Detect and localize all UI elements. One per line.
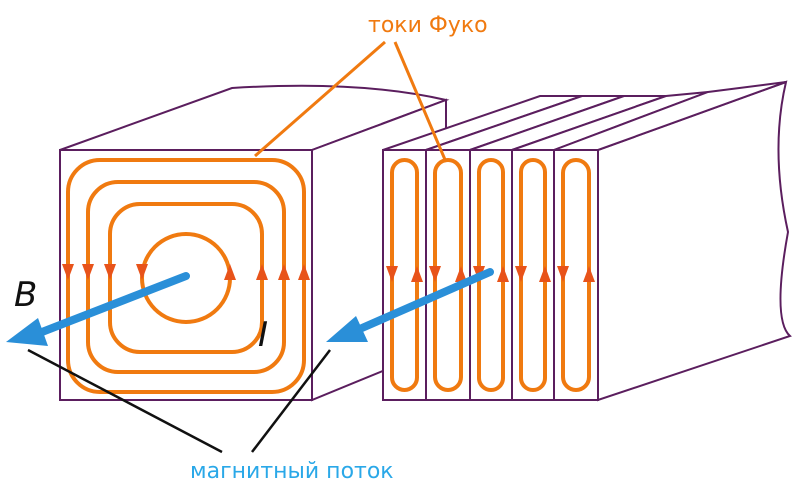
solid-core bbox=[6, 84, 450, 402]
arrow-down-icon bbox=[386, 266, 398, 282]
lamination-plate bbox=[382, 149, 427, 401]
lamination-plate bbox=[511, 149, 555, 401]
arrow-up-icon bbox=[298, 264, 310, 280]
arrow-up-icon bbox=[278, 264, 290, 280]
arrow-up-icon bbox=[583, 266, 595, 282]
arrow-head-icon bbox=[6, 318, 48, 346]
arrow-head-icon bbox=[326, 316, 368, 342]
arrow-up-icon bbox=[224, 264, 236, 280]
leader-flux-left bbox=[27, 348, 223, 454]
leader-currents-right bbox=[393, 41, 448, 163]
lamination-plates bbox=[382, 149, 599, 401]
arrow-down-icon bbox=[429, 266, 441, 282]
lamination-top-edges bbox=[382, 81, 787, 151]
arrow-down-icon bbox=[82, 264, 94, 280]
arrow-up-icon bbox=[539, 266, 551, 282]
arrow-down-icon bbox=[136, 264, 148, 280]
solid-core-top-face bbox=[59, 84, 450, 151]
arrow-down-icon bbox=[62, 264, 74, 280]
arrow-up-icon bbox=[455, 266, 467, 282]
laminated-core-side-face bbox=[597, 80, 792, 402]
magnetic-flux-label: магнитный поток bbox=[190, 459, 394, 484]
arrow-up-icon bbox=[411, 266, 423, 282]
arrow-down-icon bbox=[515, 266, 527, 282]
current-symbol-label: I bbox=[258, 315, 268, 355]
arrow-down-icon bbox=[104, 264, 116, 280]
field-symbol-label: B bbox=[14, 275, 37, 315]
leader-flux-right bbox=[251, 349, 331, 453]
arrow-up-icon bbox=[497, 266, 509, 282]
lamination-plate bbox=[553, 149, 599, 401]
arrow-up-icon bbox=[256, 264, 268, 280]
leader-lines bbox=[27, 40, 448, 454]
lamination-plate bbox=[425, 149, 471, 401]
flux-arrow-right bbox=[326, 268, 494, 342]
arrow-down-icon bbox=[557, 266, 569, 282]
leader-currents-left bbox=[254, 40, 386, 158]
solid-core-current-arrows bbox=[62, 264, 310, 280]
laminated-core bbox=[326, 80, 792, 402]
eddy-currents-label: токи Фуко bbox=[368, 13, 488, 38]
flux-arrow-left bbox=[6, 272, 190, 346]
